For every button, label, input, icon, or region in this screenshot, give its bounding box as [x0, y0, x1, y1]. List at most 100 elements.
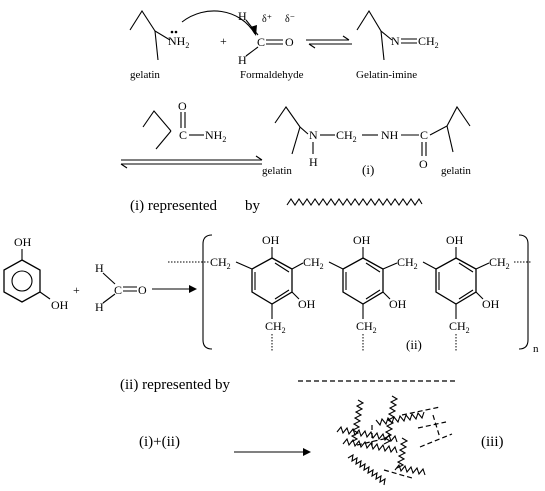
- right-methyl-bond: [446, 125, 454, 153]
- gelatin-left-label: gelatin: [262, 165, 292, 177]
- ring-1-double-bonds: [254, 262, 290, 300]
- zigzag-chain-symbol: [286, 197, 423, 206]
- gelatin-imine-label: Gelatin-imine: [356, 69, 417, 81]
- amine-nh2-label: NH2: [168, 34, 189, 50]
- network-zigzag-8: [396, 437, 409, 469]
- crosslinked-network: [336, 395, 453, 486]
- ring-3-double-bonds: [438, 262, 474, 300]
- crosslink-dotted-lines: [271, 334, 457, 352]
- ring3-oh-top: OH: [446, 233, 464, 247]
- amide-methyl-bond: [155, 130, 172, 150]
- ring2-oh-top: OH: [353, 233, 371, 247]
- carbonyl-oxygen-3: O: [138, 283, 147, 297]
- amide-co-double-bond: [421, 142, 427, 156]
- amine-hydrogen: H: [309, 155, 318, 169]
- ring-2-double-bonds: [345, 262, 381, 300]
- product-ii-label: (ii): [406, 337, 422, 352]
- amide-nh2-label: NH2: [205, 128, 226, 144]
- methylene-bridge-label: CH2: [336, 128, 357, 144]
- ring1-oh2-bond: [291, 291, 300, 300]
- lone-pair-dot: [170, 30, 174, 34]
- lone-pair-dot: [174, 30, 178, 34]
- reverse-arrow: [308, 43, 352, 49]
- plus-sign-3: +: [73, 283, 80, 297]
- represented-text-ii: (ii) represented by: [120, 377, 230, 393]
- gelatin-right-label: gelatin: [441, 165, 471, 177]
- by-text-i: by: [245, 198, 261, 214]
- phenolic-ring-2: [342, 257, 384, 305]
- ring1-oh-bottom: OH: [298, 297, 316, 311]
- repeat-n: n: [533, 343, 539, 355]
- product-iii-label: (iii): [481, 434, 504, 450]
- representation-ii: (ii) represented by: [120, 377, 458, 393]
- phenolic-ring-1: [251, 257, 293, 305]
- bridge-ring2-bond: [328, 261, 344, 270]
- amide-carbon: C: [179, 128, 187, 142]
- hydrogen-bottom-3: H: [95, 300, 104, 314]
- ring2-ch2-label: CH2: [356, 319, 377, 335]
- product-i-label: (i): [362, 162, 374, 177]
- forward-arrow: [306, 35, 350, 41]
- carbonyl-carbon: C: [257, 35, 265, 49]
- ring2-bridge-bond: [382, 262, 398, 270]
- plus-sign: +: [220, 34, 227, 48]
- ring3-oh2-bond: [475, 291, 484, 300]
- phenolic-ring-3: [435, 257, 477, 305]
- reactants-i-plus-ii: (i)+(ii): [139, 434, 180, 450]
- ring3-ch2-right-bond: [475, 262, 490, 270]
- bridge-ch2-label-1: CH2: [303, 255, 324, 271]
- amide-oxygen: O: [178, 99, 187, 113]
- reaction-2: C O NH2 N H CH2 NH C O gelatin gelatin (…: [120, 99, 471, 177]
- hydrogen-top: H: [238, 9, 247, 23]
- resorcinol-ring: [3, 259, 41, 303]
- carbonyl-carbon-3: C: [114, 283, 122, 297]
- representation-i: (i) represented by: [130, 197, 423, 214]
- carbonyl-double-bond-3: [123, 286, 137, 292]
- resorcinol-oh-top: OH: [14, 235, 32, 249]
- amide-carbon-right: C: [420, 128, 428, 142]
- ring1-ch2-label: CH2: [265, 319, 286, 335]
- network-zigzag-7: [394, 463, 426, 476]
- imine-nitrogen: N: [391, 34, 400, 48]
- ch2-left-label: CH2: [210, 255, 231, 271]
- carbonyl-oxygen: O: [285, 35, 294, 49]
- network-dashed-links: [356, 406, 453, 479]
- ch2-right-label: CH2: [489, 255, 510, 271]
- network-zigzag-5: [383, 395, 399, 445]
- ring2-oh-bottom: OH: [389, 297, 407, 311]
- ring3-ch2-label: CH2: [449, 319, 470, 335]
- left-bracket: [202, 234, 213, 350]
- ch2-ring1-bond: [235, 261, 253, 270]
- oh-bond-bottom: [39, 291, 51, 300]
- gelatin-backbone-bond: [129, 9, 171, 41]
- ch-bond-bottom-3: [102, 293, 116, 304]
- right-bracket: [518, 234, 529, 350]
- gelatin-label: gelatin: [130, 69, 160, 81]
- forward-arrow-2: [121, 155, 263, 161]
- ring1-oh-top: OH: [262, 233, 280, 247]
- imine-backbone-bond: [356, 9, 393, 41]
- secondary-amine-nitrogen: N: [309, 128, 318, 142]
- network-zigzag-4: [350, 399, 365, 443]
- amide-double-bond: [180, 112, 186, 128]
- imine-methyl-bond: [380, 30, 385, 61]
- reaction-1: NH2 gelatin + H H C δ⁺ O δ⁻ Formaldehyde…: [129, 9, 439, 81]
- aromatic-circle: [11, 270, 33, 292]
- carbonyl-double-bond: [266, 39, 283, 45]
- ring1-bridge-bond: [291, 262, 304, 270]
- reverse-arrow-2: [120, 163, 262, 169]
- delta-minus: δ⁻: [285, 14, 295, 25]
- amide-nh-label: NH: [381, 128, 399, 142]
- arrowhead-4: [303, 448, 311, 456]
- delta-plus: δ⁺: [262, 14, 272, 25]
- amide-oxygen-right: O: [419, 157, 428, 171]
- reaction-3: OH OH + H H C O n CH2 OH OH CH2 CH2: [3, 233, 539, 355]
- ring3-oh-bottom: OH: [482, 297, 500, 311]
- formaldehyde-label: Formaldehyde: [240, 69, 304, 81]
- amide-backbone-bond: [142, 110, 172, 132]
- network-zigzag-3: [347, 453, 386, 486]
- left-backbone-bond: [274, 106, 309, 135]
- imine-double-bond: [401, 38, 417, 44]
